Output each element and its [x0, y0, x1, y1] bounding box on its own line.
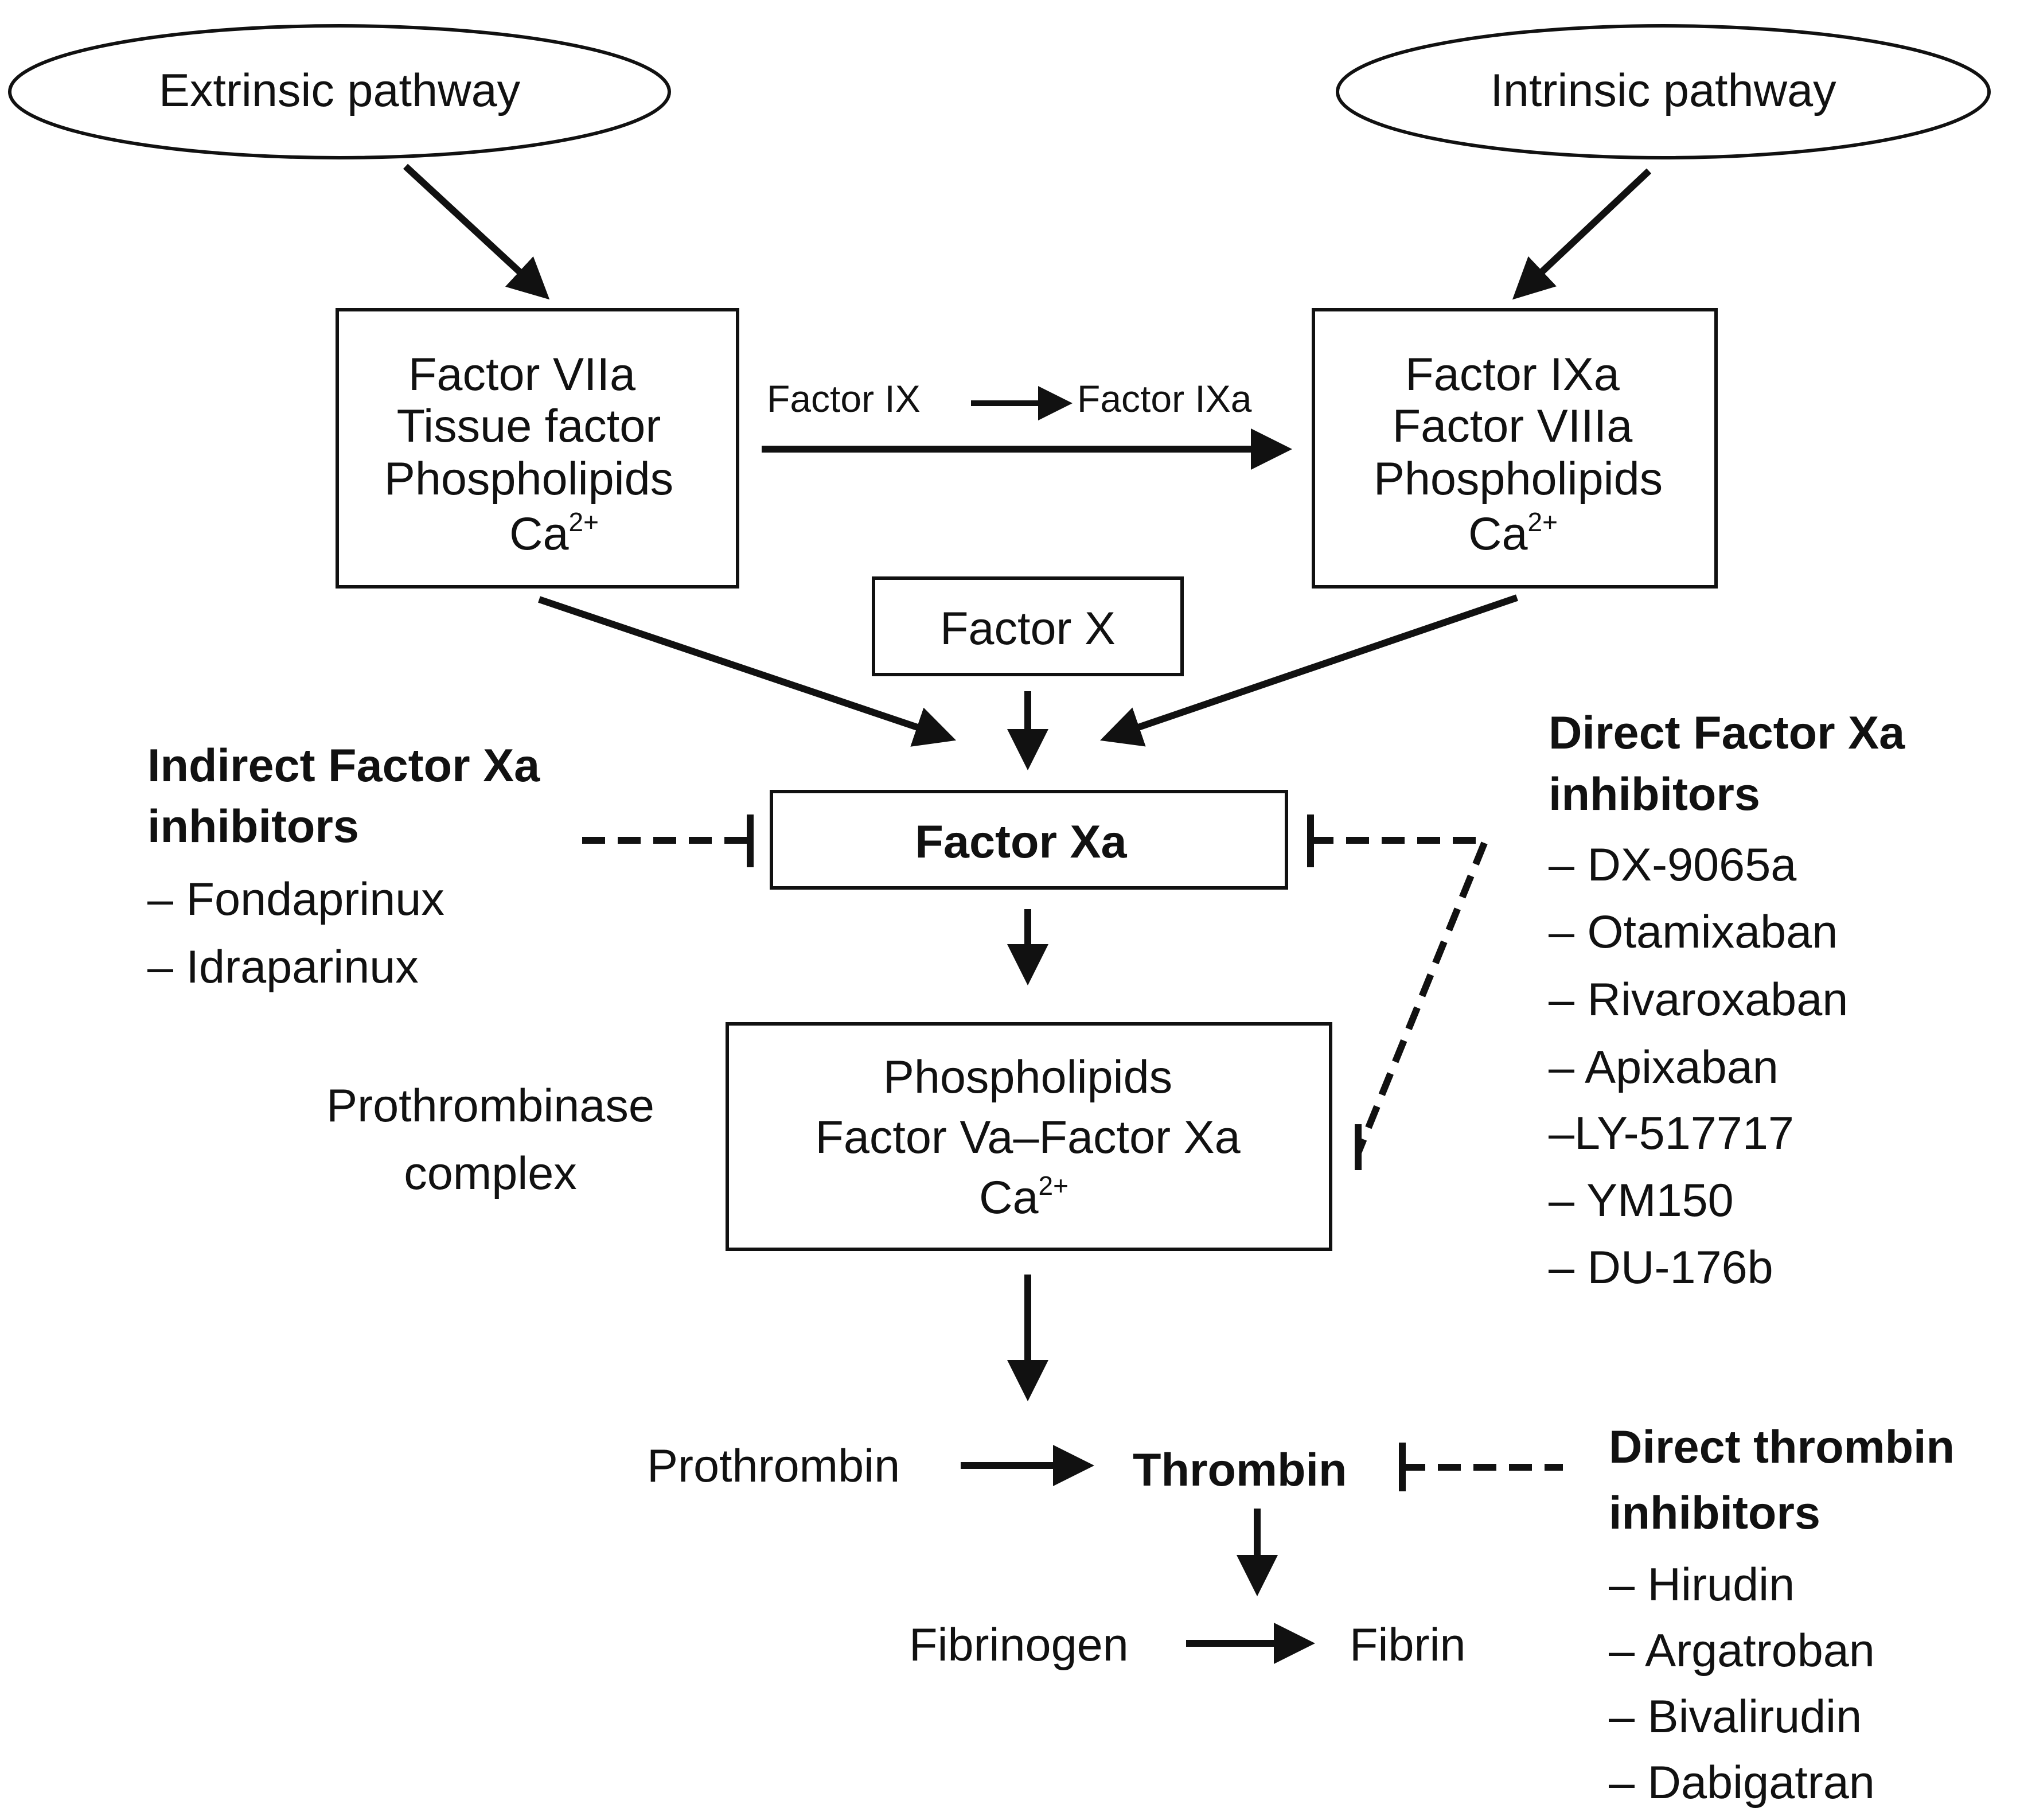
indirect-inhibitors-title-1: Indirect Factor Xa	[147, 740, 540, 792]
intrinsic-to-complex-arrow	[1512, 168, 1652, 300]
indirect-inhibitor-item: – Fondaprinux	[147, 874, 444, 925]
extrinsic-calcium: Ca2+	[509, 507, 599, 560]
prothrombinase-label-1: Prothrombinase	[326, 1080, 654, 1132]
prothrombinase-label-2: complex	[404, 1148, 577, 1199]
direct-xa-inhibitor-item: – Rivaroxaban	[1549, 974, 1848, 1026]
extrinsic-to-xa-arrow	[538, 596, 957, 747]
direct-xa-inhibitors-title-1: Direct Factor Xa	[1549, 707, 1905, 759]
direct-xa-inhibition-line	[1311, 837, 1491, 1155]
fibrin-label: Fibrin	[1350, 1619, 1466, 1671]
direct-thrombin-inhibitor-item: – Argatroban	[1609, 1625, 1875, 1677]
direct-thrombin-inhibitors-title-2: inhibitors	[1609, 1487, 1820, 1539]
thrombin-label: Thrombin	[1133, 1444, 1347, 1496]
fibrinogen-label: Fibrinogen	[909, 1619, 1129, 1671]
extrinsic-tissue-factor: Tissue factor	[397, 400, 661, 452]
extrinsic-factor-viia: Factor VIIa	[408, 349, 636, 400]
indirect-inhibitor-item: – Idraparinux	[147, 941, 419, 993]
extrinsic-pathway-label: Extrinsic pathway	[159, 65, 521, 116]
factor-ix-label: Factor IX	[767, 377, 921, 420]
direct-xa-inhibitor-item: –LY-517717	[1549, 1108, 1794, 1159]
extrinsic-phospholipids: Phospholipids	[384, 453, 673, 505]
intrinsic-calcium: Ca2+	[1468, 507, 1558, 560]
prothrombinase-calcium: Ca2+	[979, 1171, 1069, 1223]
prothrombin-label: Prothrombin	[647, 1440, 900, 1492]
intrinsic-complex-box	[1312, 308, 1718, 589]
extrinsic-complex-box	[336, 308, 739, 589]
direct-xa-inhibitor-item: – DX-9065a	[1549, 839, 1797, 891]
extrinsic-pathway-oval	[8, 24, 671, 159]
direct-thrombin-inhibitors-title-1: Direct thrombin	[1609, 1421, 1955, 1473]
extrinsic-to-complex-arrow	[403, 163, 550, 300]
prothrombinase-phospholipids: Phospholipids	[883, 1051, 1172, 1103]
prothrombinase-complex-box	[726, 1022, 1332, 1251]
direct-xa-inhibitors-title-2: inhibitors	[1549, 769, 1760, 820]
factor-xa-label: Factor Xa	[915, 816, 1127, 868]
indirect-inhibitors-title-2: inhibitors	[147, 801, 359, 852]
direct-xa-inhibitor-item: – YM150	[1549, 1175, 1734, 1226]
intrinsic-factor-ixa: Factor IXa	[1405, 349, 1620, 400]
prothrombinase-factor-va-xa: Factor Va–Factor Xa	[815, 1112, 1241, 1163]
direct-thrombin-inhibitor-item: – Dabigatran	[1609, 1757, 1875, 1809]
direct-thrombin-inhibitor-item: – Bivalirudin	[1609, 1691, 1862, 1743]
intrinsic-pathway-oval	[1336, 24, 1991, 159]
direct-xa-inhibitor-item: – Otamixaban	[1549, 906, 1838, 958]
factor-xa-box	[770, 790, 1288, 890]
intrinsic-phospholipids: Phospholipids	[1374, 453, 1663, 505]
intrinsic-factor-viiia: Factor VIIIa	[1393, 400, 1633, 452]
factor-x-label: Factor X	[940, 603, 1116, 654]
direct-xa-inhibitor-item: – Apixaban	[1549, 1042, 1779, 1093]
direct-thrombin-inhibitor-item: – Hirudin	[1609, 1559, 1795, 1611]
factor-ixa-label: Factor IXa	[1077, 377, 1252, 420]
direct-xa-inhibitor-item: – DU-176b	[1549, 1242, 1773, 1293]
intrinsic-pathway-label: Intrinsic pathway	[1490, 65, 1836, 116]
intrinsic-to-xa-arrow	[1099, 594, 1518, 747]
factor-x-box	[872, 576, 1184, 676]
